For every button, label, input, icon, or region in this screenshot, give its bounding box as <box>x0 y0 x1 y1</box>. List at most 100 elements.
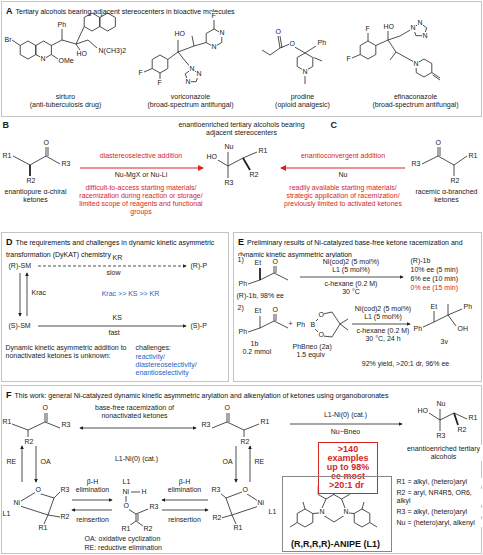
ketone-structures <box>422 147 467 176</box>
text-label: R1 <box>468 152 478 160</box>
sirturo-structure <box>12 27 97 60</box>
text-label: R2 = aryl, NR4R5, OR6, alkyl <box>396 489 483 505</box>
node-text: >140 examples up to 98% ee most >20:1 dr <box>327 444 370 490</box>
text-label: Ph <box>317 39 327 47</box>
text-label: efinaconazole <box>350 93 481 101</box>
text-label: O <box>35 486 41 494</box>
text-label: Et <box>254 307 262 315</box>
text-label: 92% yield, >20:1 dr, 96% ee <box>330 360 481 368</box>
ketone-structures <box>29 165 31 176</box>
text-label: L1-Ni(0) (cat.) <box>112 455 161 463</box>
text-label: R3 <box>201 421 211 429</box>
text-label: Ph <box>413 325 423 333</box>
text-label: c-hexane (0.2 M) <box>298 280 404 288</box>
text-label: F <box>365 25 370 33</box>
text-label: R2 <box>450 177 460 185</box>
text-label: enantioconvergent addition <box>280 152 406 160</box>
text-label: KS <box>112 314 122 322</box>
text-label: OMe <box>58 57 74 65</box>
text-label: C <box>330 120 338 130</box>
dykat-arrows <box>27 273 28 316</box>
text-label: OH <box>457 325 469 333</box>
text-label: PhBneo (2a) <box>292 343 332 351</box>
efinaconazole-structure <box>360 41 376 59</box>
text-label: N <box>189 65 195 73</box>
text-label: R3 <box>224 179 234 187</box>
text-label: N <box>410 24 416 32</box>
text-label: O <box>42 404 48 412</box>
text-label: O <box>242 486 248 494</box>
text-label: N <box>413 60 419 68</box>
text-label: (R)-1b <box>410 257 431 265</box>
text-label: O <box>275 28 281 36</box>
reaction-arrows-bc <box>281 167 405 168</box>
catalytic-cycle <box>72 500 112 501</box>
text-label: Nu <box>224 143 234 151</box>
text-label: base-free racemization of nonactivated k… <box>78 404 191 420</box>
text-label: R1 <box>2 152 12 160</box>
text-label: R3 = alkyl, (hetero)aryl <box>396 508 483 516</box>
dykat-arrows <box>20 273 21 316</box>
text-label: difficult-to-access starting materials/ … <box>78 184 204 216</box>
node-text: Tertiary alcohols bearing adjacent stere… <box>16 8 235 15</box>
text-label: Nu <box>280 171 406 179</box>
text-label: N(CH3)2 <box>98 47 127 55</box>
text-label: N <box>302 68 308 76</box>
text-label: (R)-1b, 98% ee <box>236 292 284 300</box>
text-label: L1 (5 mol%) <box>298 266 404 274</box>
reaction-arrows-bc <box>80 167 405 168</box>
text-label: 1.5 equiv <box>296 351 325 359</box>
text-label: Krac <box>31 289 46 297</box>
text-label: 10% ee (5 min) <box>410 266 458 274</box>
node-text: This work: general Ni-catalyzed dynamic … <box>15 392 389 399</box>
text-label: R1 = alkyl, (hetero)aryl <box>396 478 483 486</box>
text-label: Nu <box>436 400 446 408</box>
node-text: The requirements and challenges in dynam… <box>6 239 214 258</box>
text-label: racemic α-branched ketones <box>410 188 483 204</box>
text-label: N <box>185 78 191 86</box>
text-label: R3 <box>61 160 71 168</box>
text-label: R3 <box>60 486 70 494</box>
catalytic-cycle <box>454 413 458 425</box>
text-label: (opioid analgesic) <box>262 101 343 109</box>
catalytic-cycle <box>22 446 23 482</box>
text-label: (S)-SM <box>8 322 31 330</box>
catalytic-cycle <box>162 500 208 501</box>
text-label: L1 <box>2 510 11 518</box>
text-label: Ni <box>257 499 265 507</box>
catalytic-cycle <box>72 510 112 511</box>
panel-e-art <box>248 266 288 284</box>
catalytic-cycle <box>290 424 402 425</box>
panel-letter: D <box>6 237 13 247</box>
text-label: Ph <box>238 328 248 336</box>
text-label: N <box>343 508 349 516</box>
text-label: R3 <box>436 432 446 440</box>
text-label: Krac >> KS >> KR <box>70 290 191 298</box>
text-label: R2 <box>212 514 222 522</box>
text-label: L1 (5 mol%) <box>350 313 416 321</box>
text-label: N <box>417 19 423 27</box>
text-label: R3 <box>149 503 159 511</box>
text-label: Nu-MgX or Nu-Li <box>78 171 204 179</box>
text-label: R1 <box>2 418 12 426</box>
text-label: HO <box>174 30 186 38</box>
text-label: R1 <box>38 524 48 532</box>
text-label: O <box>123 502 129 510</box>
text-label: β-H elimination <box>70 478 115 494</box>
text-label: RE <box>254 458 265 466</box>
text-label: voriconazole <box>130 93 251 101</box>
text-label: KR <box>112 254 123 262</box>
catalytic-cycle <box>212 413 259 437</box>
efinaconazole-structure <box>352 23 440 80</box>
text-label: O <box>272 306 278 314</box>
text-label: c-hexane (0.2 M) <box>350 327 416 335</box>
text-label: Ph <box>238 280 248 288</box>
catalytic-cycle <box>250 446 251 482</box>
text-label: Nu = (hetero)aryl, alkenyl <box>396 519 483 527</box>
text-label: O <box>272 258 278 266</box>
text-label: R3 <box>411 160 421 168</box>
sirturo-structure <box>20 41 36 59</box>
text-label: R2 <box>24 438 34 446</box>
text-label: Ni <box>122 488 130 496</box>
text-label: 6% ee (10 min) <box>410 275 458 283</box>
